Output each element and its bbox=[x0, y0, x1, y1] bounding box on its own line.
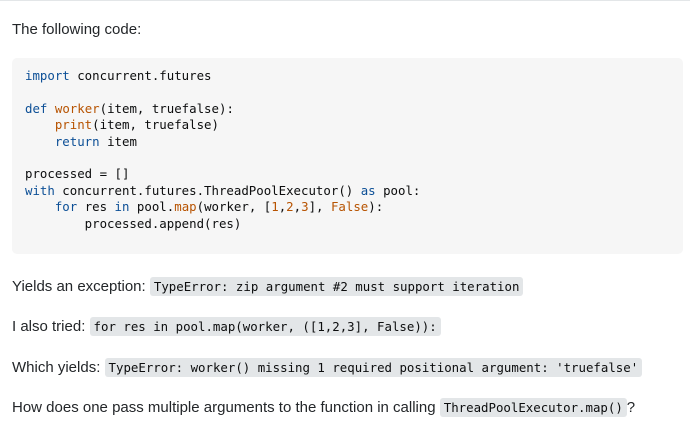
paragraph-label: How does one pass multiple arguments to … bbox=[12, 399, 436, 416]
code-line: with concurrent.futures.ThreadPoolExecut… bbox=[25, 182, 421, 198]
paragraph-label: I also tried: bbox=[12, 318, 86, 335]
inline-code-error: TypeError: zip argument #2 must support … bbox=[149, 277, 524, 296]
paragraph-question: How does one pass multiple arguments to … bbox=[12, 398, 635, 418]
paragraph-also-tried: I also tried: for res in pool.map(worker… bbox=[12, 317, 441, 337]
inline-code-error-2: TypeError: worker() missing 1 required p… bbox=[104, 358, 643, 377]
code-line: def worker(item, truefalse): bbox=[25, 100, 234, 116]
paragraph-exception: Yields an exception: TypeError: zip argu… bbox=[12, 277, 524, 297]
code-line: import concurrent.futures bbox=[25, 68, 212, 83]
code-line: for res in pool.map(worker, [1,2,3], Fal… bbox=[54, 199, 384, 215]
paragraph-label: Which yields: bbox=[12, 359, 101, 376]
code-line: print(item, truefalse) bbox=[54, 117, 219, 133]
code-line: processed.append(res) bbox=[25, 215, 242, 231]
code-line bbox=[25, 84, 670, 100]
code-line: processed = [] bbox=[25, 166, 130, 182]
inline-code-attempt: for res in pool.map(worker, ([1,2,3], Fa… bbox=[89, 317, 441, 336]
paragraph-label: Yields an exception: bbox=[12, 278, 146, 295]
code-line bbox=[25, 150, 670, 166]
question-mark: ? bbox=[626, 399, 636, 416]
code-block: import concurrent.futures def worker(item… bbox=[12, 58, 683, 254]
paragraph-which-yields: Which yields: TypeError: worker() missin… bbox=[12, 358, 643, 378]
intro-text: The following code: bbox=[12, 21, 142, 38]
code-line: return item bbox=[54, 133, 137, 149]
inline-code-method: ThreadPoolExecutor.map() bbox=[439, 398, 627, 417]
